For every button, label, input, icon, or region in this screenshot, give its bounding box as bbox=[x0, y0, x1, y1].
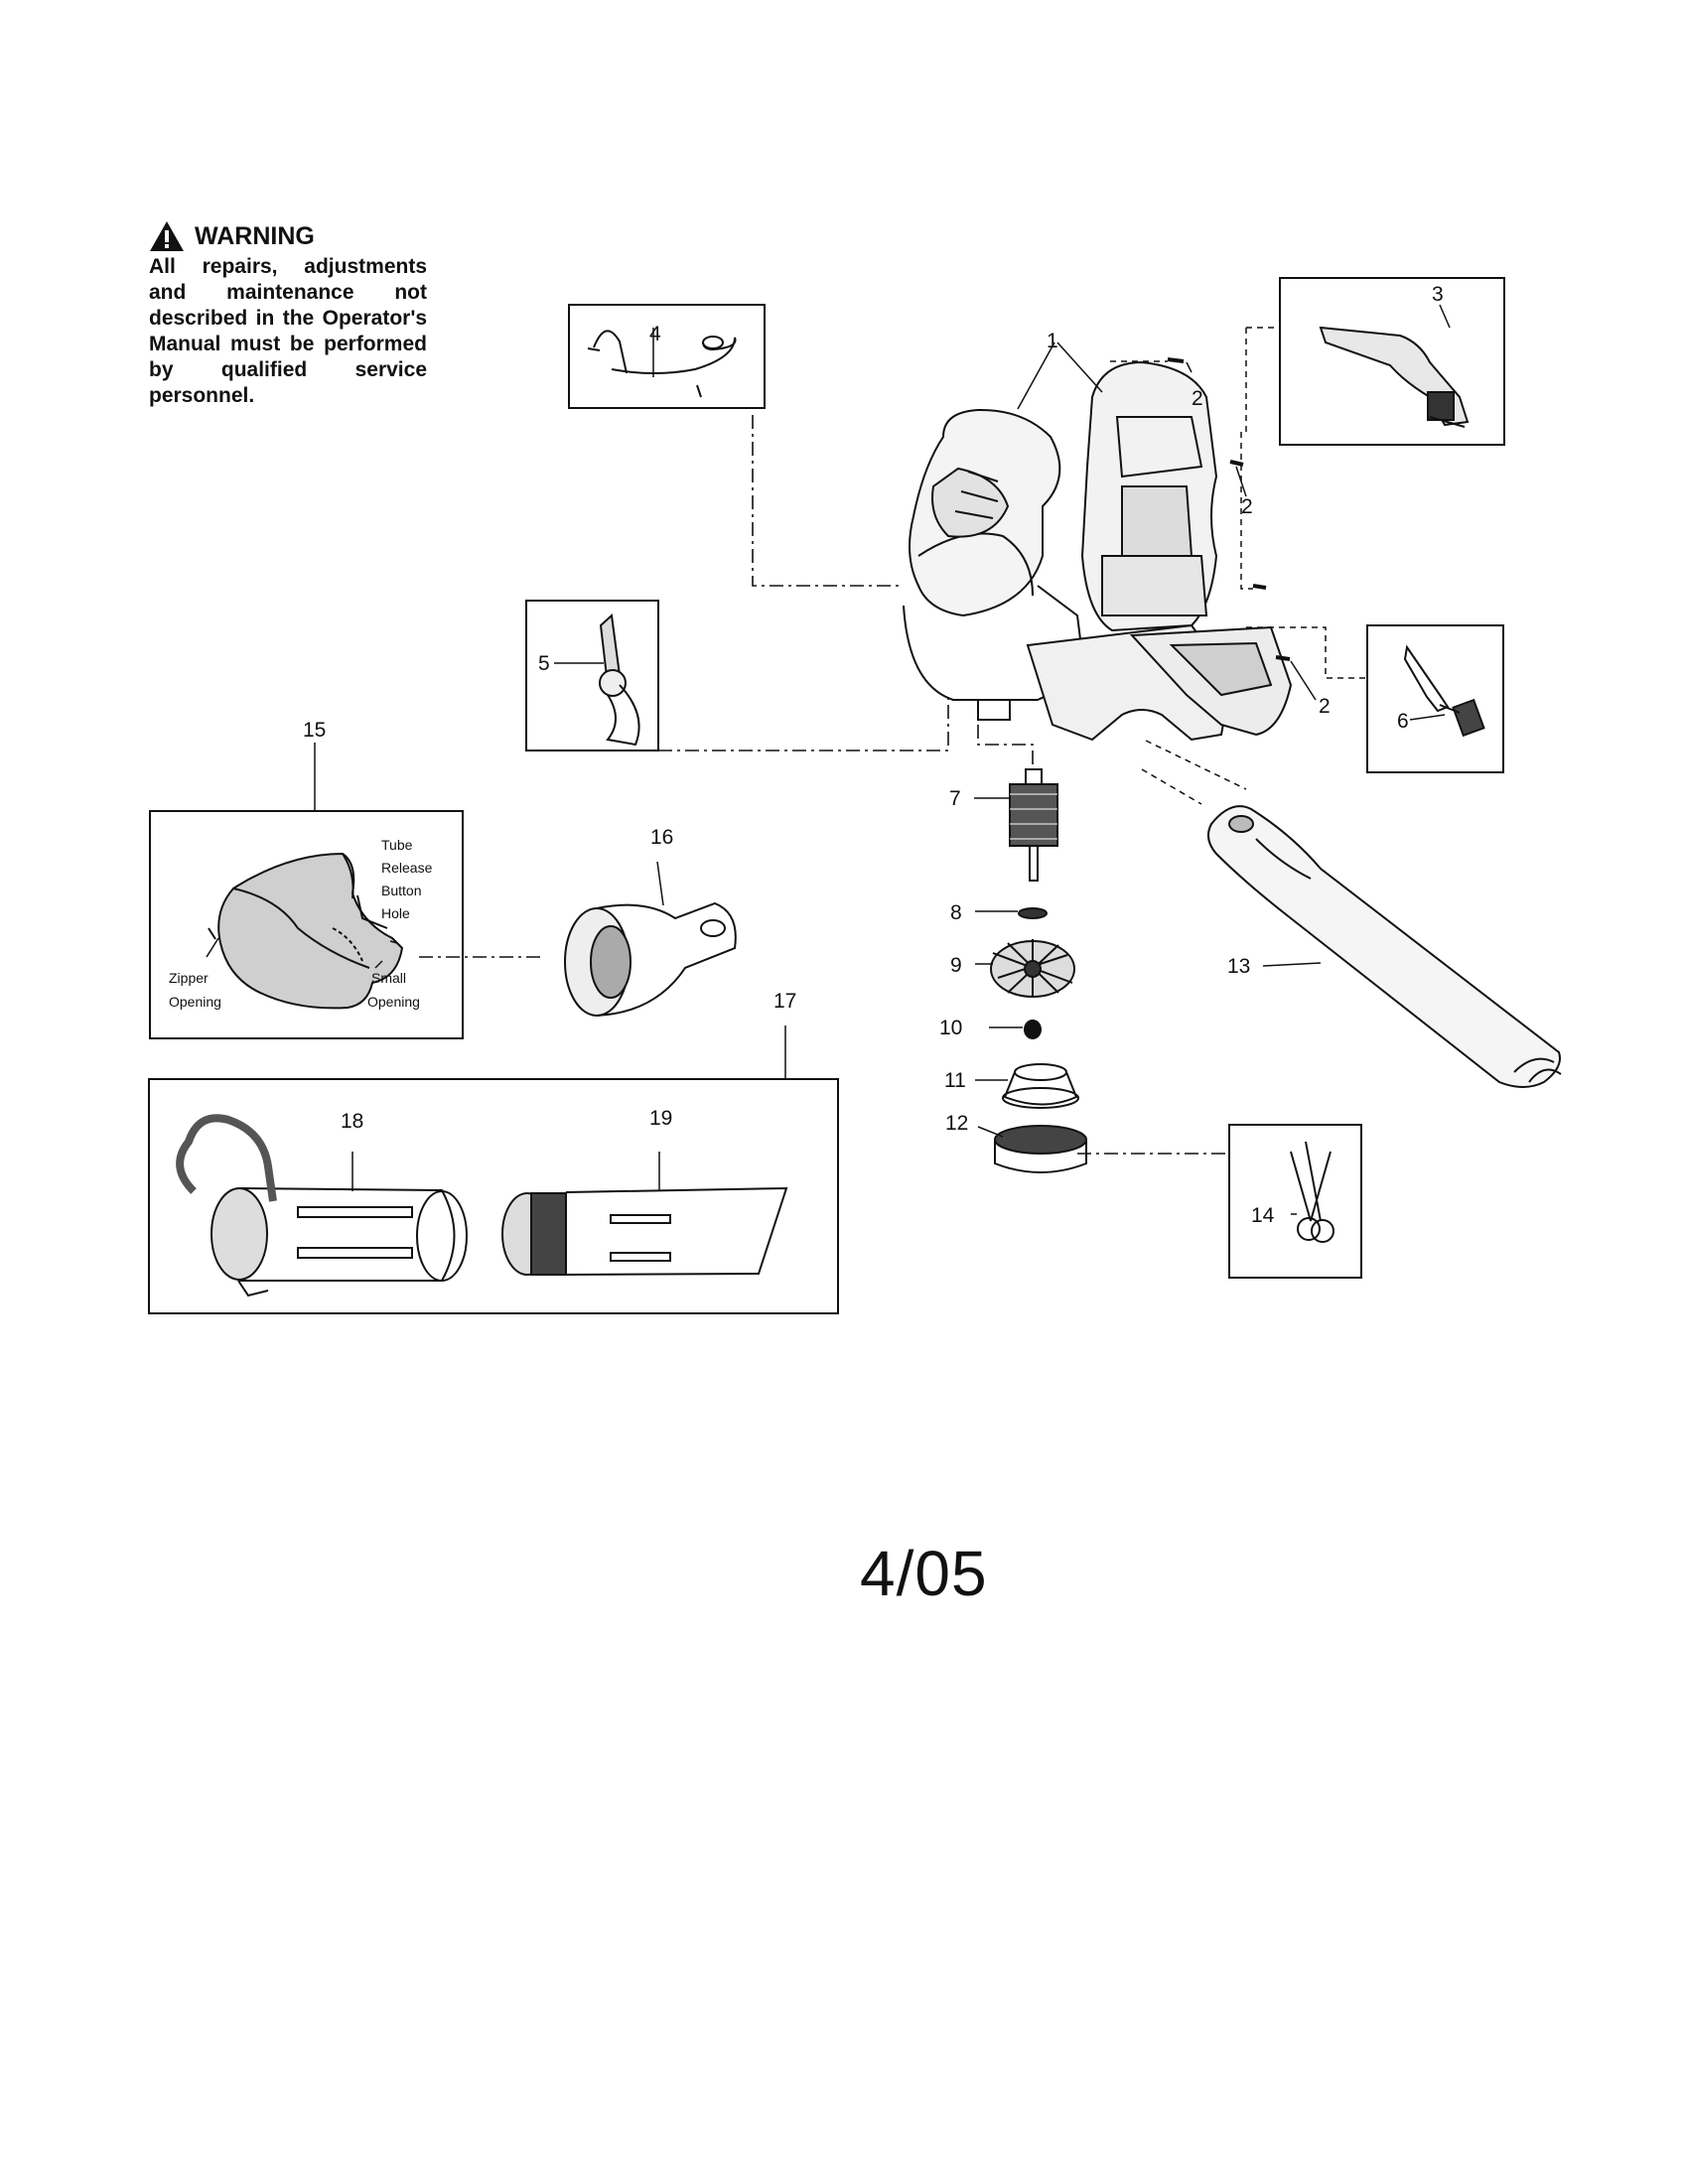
warning-title: WARNING bbox=[195, 222, 315, 250]
callout-2a: 2 bbox=[1192, 387, 1203, 410]
inset-box-springs bbox=[1228, 1124, 1362, 1279]
callout-18: 18 bbox=[341, 1110, 363, 1133]
callout-14: 14 bbox=[1251, 1204, 1275, 1227]
date-code: 4/05 bbox=[860, 1538, 988, 1609]
bag-label-zipper: Zipper bbox=[169, 970, 209, 986]
callout-5: 5 bbox=[538, 652, 550, 675]
bushing-illustration bbox=[1002, 1063, 1079, 1109]
inset-box-bag bbox=[149, 810, 464, 1039]
bag-label-hole: Hole bbox=[381, 905, 410, 921]
warning-text: All repairs, adjustments and maintenance… bbox=[149, 255, 427, 407]
callout-12: 12 bbox=[945, 1112, 968, 1135]
blower-tube-illustration bbox=[1206, 805, 1562, 1088]
adapter-illustration bbox=[564, 901, 737, 1017]
screws-illustration bbox=[1167, 357, 1291, 661]
warning-heading: WARNING bbox=[149, 220, 427, 252]
bag-label-opening-1: Opening bbox=[169, 994, 221, 1010]
callout-4: 4 bbox=[649, 323, 661, 345]
switch-plate-illustration bbox=[1319, 326, 1470, 428]
bag-label-tube: Tube bbox=[381, 837, 413, 853]
blower-housing-illustration bbox=[903, 360, 1293, 742]
callout-9: 9 bbox=[950, 954, 962, 977]
callout-13: 13 bbox=[1227, 955, 1250, 978]
inset-box-switch-plate bbox=[1279, 277, 1505, 446]
bag-label-release: Release bbox=[381, 860, 433, 876]
callout-17: 17 bbox=[773, 990, 796, 1013]
bag-illustration bbox=[208, 852, 404, 1010]
inset-box-cord bbox=[568, 304, 766, 409]
warning-triangle-icon bbox=[150, 221, 184, 251]
callout-2b: 2 bbox=[1241, 495, 1253, 518]
bag-labels: Tube Release Button Hole Zipper Opening … bbox=[169, 837, 433, 1010]
dashed-lines bbox=[1110, 327, 1367, 805]
armature-illustration bbox=[1009, 768, 1058, 882]
tube-19-illustration bbox=[501, 1186, 788, 1276]
cord-illustration bbox=[587, 330, 737, 398]
callout-7: 7 bbox=[949, 787, 961, 810]
callout-1: 1 bbox=[1047, 330, 1058, 352]
tube-18-illustration bbox=[176, 1114, 468, 1297]
callout-15: 15 bbox=[303, 719, 326, 742]
inset-box-tubes bbox=[148, 1078, 839, 1314]
washer-illustration bbox=[1018, 907, 1048, 919]
fan-cover-illustration bbox=[994, 1125, 1087, 1173]
callout-10: 10 bbox=[939, 1017, 962, 1039]
springs-illustration bbox=[1290, 1141, 1334, 1243]
switch-lever-illustration bbox=[1403, 644, 1485, 738]
nut-illustration bbox=[1024, 1020, 1042, 1039]
callout-19: 19 bbox=[649, 1107, 672, 1130]
inset-box-switch-lever bbox=[1366, 624, 1504, 773]
bag-label-button: Button bbox=[381, 883, 421, 898]
callout-2c: 2 bbox=[1319, 695, 1331, 718]
bag-label-small: Small bbox=[371, 970, 406, 986]
leader-lines bbox=[206, 304, 1451, 1215]
callout-3: 3 bbox=[1432, 283, 1444, 306]
bag-label-opening-2: Opening bbox=[367, 994, 420, 1010]
callout-8: 8 bbox=[950, 901, 962, 924]
trigger-illustration bbox=[599, 613, 640, 747]
connector-lines bbox=[419, 415, 1229, 1155]
inset-box-trigger bbox=[525, 600, 659, 751]
callout-labels: 1 2 2 2 3 4 5 6 7 8 9 10 11 12 13 14 15 … bbox=[303, 283, 1444, 1227]
warning-block: WARNING All repairs, adjustments and mai… bbox=[149, 220, 427, 409]
callout-6: 6 bbox=[1397, 710, 1409, 733]
fan-illustration bbox=[990, 939, 1075, 998]
callout-16: 16 bbox=[650, 826, 673, 849]
callout-11: 11 bbox=[944, 1069, 966, 1092]
